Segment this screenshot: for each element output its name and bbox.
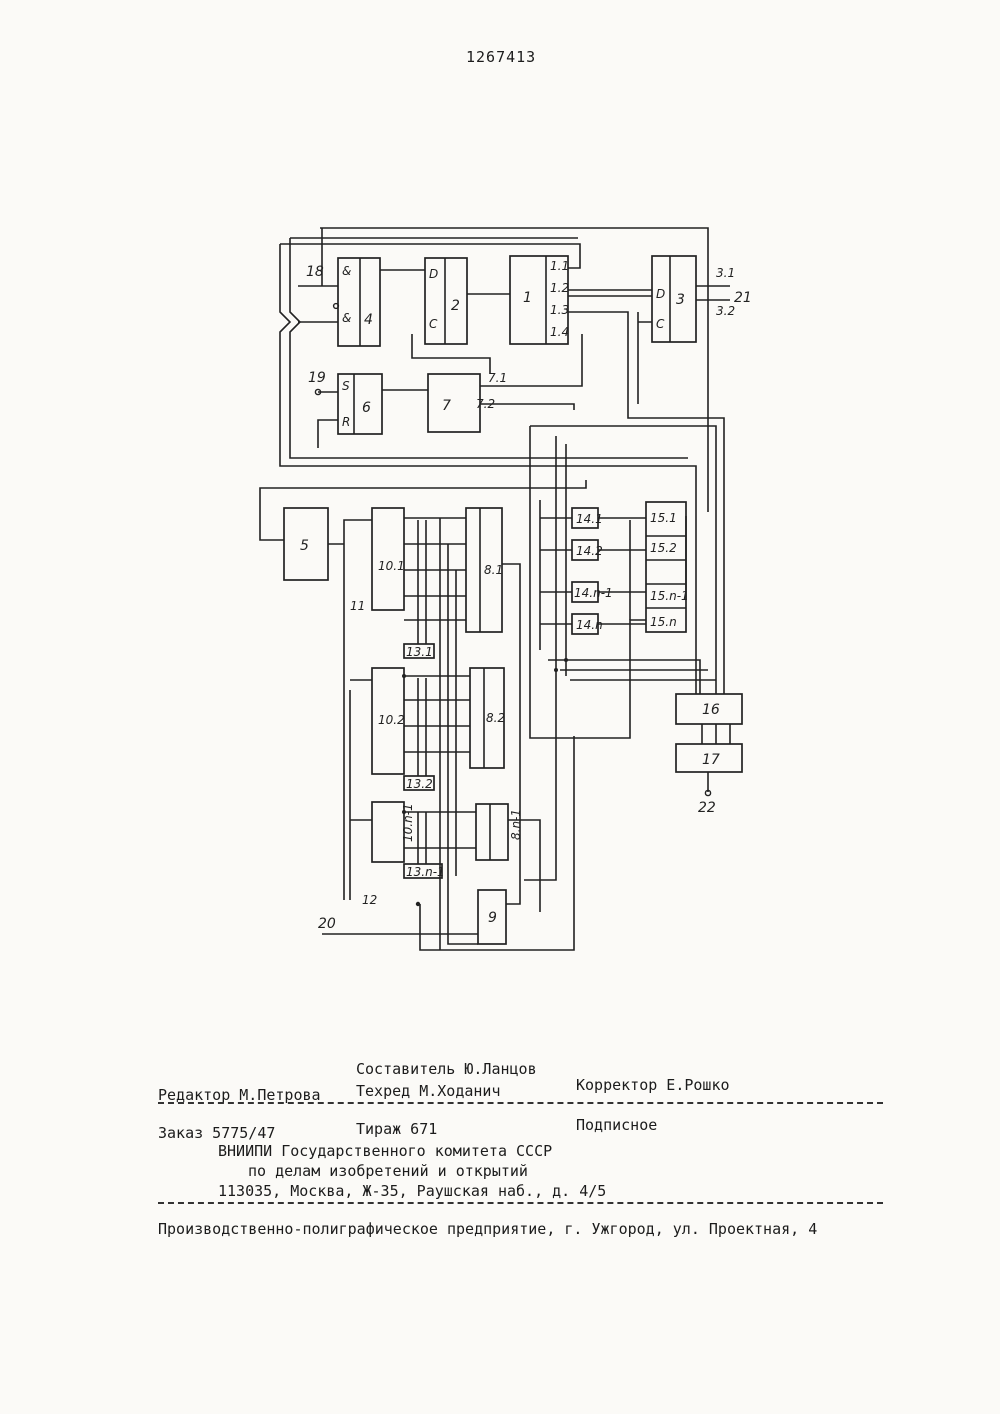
svg-text:1.2: 1.2 [550, 281, 569, 295]
svg-text:&: & [342, 264, 351, 278]
svg-text:1.3: 1.3 [550, 303, 569, 317]
svg-text:17: 17 [702, 752, 720, 768]
svg-text:20: 20 [318, 916, 336, 932]
imprint-techred: Техред М.Ходанич [356, 1082, 501, 1100]
svg-text:14.n: 14.n [576, 618, 603, 632]
svg-text:1.1: 1.1 [550, 259, 569, 273]
block-10-n1 [372, 802, 404, 862]
svg-text:3.1: 3.1 [716, 266, 735, 280]
svg-text:7: 7 [442, 398, 451, 414]
svg-text:D: D [656, 287, 665, 301]
divider-top [158, 1102, 883, 1104]
imprint-address: 113035, Москва, Ж-35, Раушская наб., д. … [218, 1182, 606, 1200]
svg-text:12: 12 [362, 893, 377, 907]
svg-text:8.1: 8.1 [484, 563, 503, 577]
svg-text:9: 9 [488, 910, 497, 926]
svg-text:S: S [342, 379, 350, 393]
svg-text:13.1: 13.1 [406, 645, 433, 659]
divider-bottom [158, 1202, 883, 1204]
imprint-circulation: Тираж 671 [356, 1120, 437, 1138]
imprint-corrector: Корректор Е.Рошко [576, 1076, 730, 1094]
svg-text:21: 21 [734, 290, 752, 306]
imprint-order: Заказ 5775/47 [158, 1124, 275, 1142]
imprint-org-line2: по делам изобретений и открытий [248, 1162, 528, 1180]
svg-text:14.1: 14.1 [576, 512, 603, 526]
svg-text:16: 16 [702, 702, 720, 718]
imprint-org-line1: ВНИИПИ Государственного комитета СССР [218, 1142, 552, 1160]
svg-text:15.n: 15.n [650, 615, 677, 629]
svg-text:15.n-1: 15.n-1 [650, 589, 689, 603]
svg-text:1: 1 [523, 290, 532, 306]
svg-text:3.2: 3.2 [716, 304, 735, 318]
svg-text:7.1: 7.1 [488, 371, 507, 385]
svg-text:13.n-1: 13.n-1 [406, 865, 445, 879]
svg-text:10.1: 10.1 [378, 559, 405, 573]
svg-text:&: & [342, 311, 351, 325]
imprint-compiler: Составитель Ю.Ланцов [356, 1060, 537, 1078]
svg-text:19: 19 [308, 370, 326, 386]
svg-text:13.2: 13.2 [406, 777, 433, 791]
svg-text:14.2: 14.2 [576, 544, 603, 558]
block-8-n1 [476, 804, 508, 860]
svg-text:C: C [656, 317, 665, 331]
svg-text:14.n-1: 14.n-1 [574, 586, 613, 600]
block-7 [428, 374, 480, 432]
imprint-printer: Производственно-полиграфическое предприя… [158, 1220, 817, 1238]
svg-text:R: R [342, 415, 350, 429]
svg-text:1.4: 1.4 [550, 325, 569, 339]
imprint-subscription: Подписное [576, 1116, 657, 1134]
svg-text:6: 6 [362, 400, 371, 416]
svg-text:11: 11 [350, 599, 365, 613]
svg-text:5: 5 [300, 538, 309, 554]
svg-text:4: 4 [364, 312, 373, 328]
svg-text:8.n-1: 8.n-1 [509, 809, 523, 840]
svg-text:10.2: 10.2 [378, 713, 405, 727]
svg-text:8.2: 8.2 [486, 711, 505, 725]
svg-text:D: D [429, 267, 438, 281]
svg-text:22: 22 [698, 800, 716, 816]
svg-text:10.n-1: 10.n-1 [401, 803, 415, 842]
svg-text:3: 3 [676, 292, 685, 308]
svg-text:C: C [429, 317, 438, 331]
svg-text:2: 2 [451, 298, 460, 314]
svg-text:15.2: 15.2 [650, 541, 677, 555]
svg-text:15.1: 15.1 [650, 511, 677, 525]
circuit-diagram: & & 4 D C 2 1 1.1 1.2 1.3 1.4 D C 3 3.1 … [0, 0, 1000, 1000]
